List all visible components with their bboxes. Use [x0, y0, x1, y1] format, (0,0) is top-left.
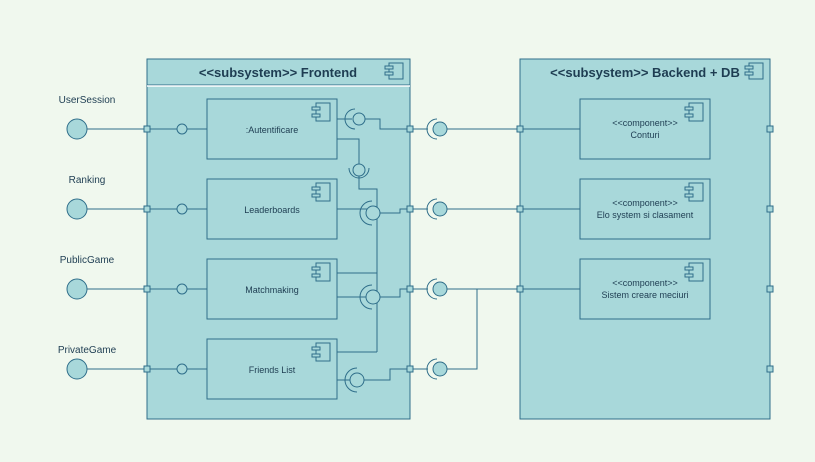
frontend-port	[143, 365, 151, 373]
provided-interface-icon	[365, 205, 381, 221]
required-interface-socket	[344, 367, 358, 393]
backend-port	[766, 125, 774, 133]
component-icon	[744, 62, 764, 80]
component-conturi[interactable]: <<component>> Conturi	[579, 98, 711, 160]
required-interface-socket	[426, 198, 438, 220]
component-matchmaking[interactable]: Matchmaking	[206, 258, 338, 320]
backend-port	[766, 285, 774, 293]
external-interface-ranking[interactable]: Ranking	[66, 175, 147, 220]
frontend-title: <<subsystem>> Frontend	[199, 65, 357, 80]
component-label: Elo system si clasament	[597, 210, 694, 220]
external-interface-privategame[interactable]: PrivateGame	[58, 345, 147, 380]
frontend-port	[406, 125, 414, 133]
component-label: :Autentificare	[246, 125, 299, 135]
required-interface-socket	[426, 358, 438, 380]
external-interface-usersession[interactable]: UserSession	[59, 95, 147, 140]
backend-port	[766, 365, 774, 373]
required-interface-socket	[359, 284, 373, 310]
provided-interface-icon	[176, 203, 188, 215]
required-interface-socket	[426, 118, 438, 140]
interface-label: UserSession	[59, 95, 116, 106]
assembly-connector-meciuri[interactable]	[413, 278, 520, 300]
component-icon	[311, 342, 331, 362]
frontend-port	[406, 285, 414, 293]
provided-interface-icon	[66, 198, 88, 220]
provided-interface-icon	[432, 201, 448, 217]
provided-interface-icon	[352, 112, 366, 126]
interface-label: PublicGame	[60, 255, 115, 266]
component-stereotype: <<component>>	[612, 118, 678, 128]
component-icon	[384, 62, 404, 80]
frontend-port	[406, 205, 414, 213]
component-label: Friends List	[249, 365, 296, 375]
component-icon	[684, 182, 704, 202]
provided-interface-icon	[432, 121, 448, 137]
frontend-port	[143, 285, 151, 293]
component-icon	[684, 102, 704, 122]
interface-label: PrivateGame	[58, 345, 117, 356]
component-elo-system[interactable]: <<component>> Elo system si clasament	[579, 178, 711, 240]
assembly-connector-friends[interactable]	[413, 289, 478, 380]
provided-interface-icon	[432, 361, 448, 377]
component-label: Matchmaking	[245, 285, 299, 295]
backend-port	[516, 205, 524, 213]
component-friends-list[interactable]: Friends List	[206, 338, 338, 400]
backend-port	[766, 205, 774, 213]
component-label: Sistem creare meciuri	[601, 290, 688, 300]
provided-interface-icon	[349, 372, 365, 388]
provided-interface-icon	[176, 283, 188, 295]
provided-interface-icon	[176, 123, 188, 135]
component-stereotype: <<component>>	[612, 278, 678, 288]
required-interface-socket	[426, 278, 438, 300]
frontend-port	[406, 365, 414, 373]
provided-interface-icon	[66, 278, 88, 300]
backend-port	[516, 285, 524, 293]
frontend-port	[143, 125, 151, 133]
required-interface-socket	[359, 200, 373, 226]
external-interface-publicgame[interactable]: PublicGame	[60, 255, 147, 300]
component-label: Leaderboards	[244, 205, 300, 215]
required-interface-socket	[344, 108, 356, 130]
assembly-connector-conturi[interactable]	[413, 118, 520, 140]
provided-interface-icon	[352, 163, 366, 177]
component-icon	[684, 262, 704, 282]
backend-title: <<subsystem>> Backend + DB	[550, 65, 740, 80]
backend-port	[516, 125, 524, 133]
assembly-connector-elo[interactable]	[413, 198, 520, 220]
component-autentificare[interactable]: :Autentificare	[206, 98, 338, 160]
interface-label: Ranking	[69, 175, 106, 186]
provided-interface-icon	[432, 281, 448, 297]
frontend-subsystem-header	[146, 58, 411, 86]
frontend-port	[143, 205, 151, 213]
component-icon	[311, 102, 331, 122]
component-label: Conturi	[630, 130, 659, 140]
component-sistem-creare-meciuri[interactable]: <<component>> Sistem creare meciuri	[579, 258, 711, 320]
component-icon	[311, 262, 331, 282]
component-icon	[311, 182, 331, 202]
provided-interface-icon	[176, 363, 188, 375]
provided-interface-icon	[66, 118, 88, 140]
provided-interface-icon	[66, 358, 88, 380]
provided-interface-icon	[365, 289, 381, 305]
component-leaderboards[interactable]: Leaderboards	[206, 178, 338, 240]
component-stereotype: <<component>>	[612, 198, 678, 208]
